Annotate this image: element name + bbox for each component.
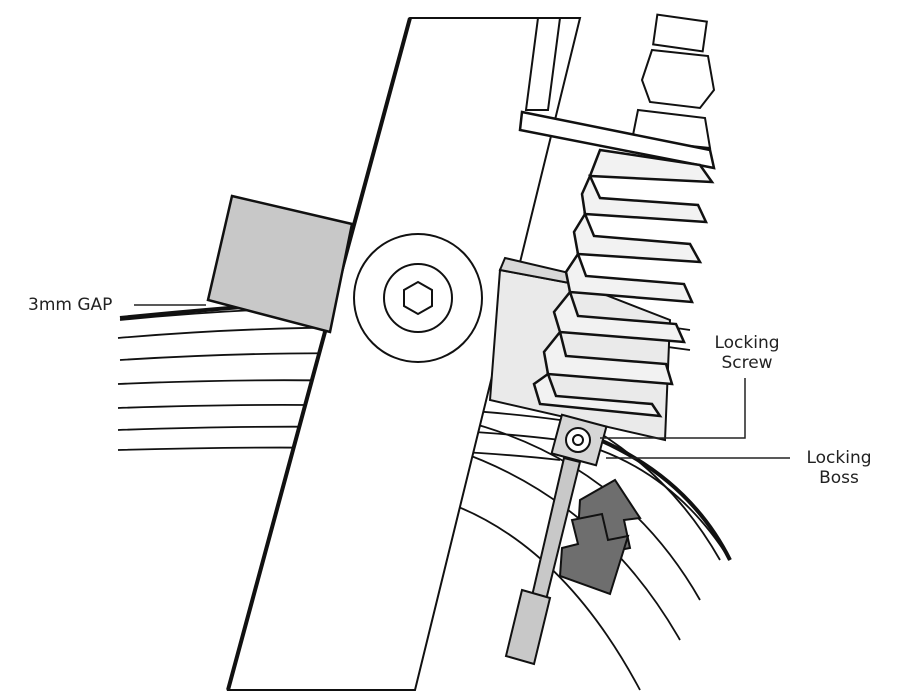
gap-label: 3mm GAP	[28, 295, 113, 315]
cable-nut	[630, 13, 716, 150]
locking-boss-label-line2: Boss	[819, 468, 859, 488]
cable-tube	[524, 17, 562, 111]
locking-screw-label: Locking Screw	[708, 333, 786, 373]
tire-edge-right	[599, 438, 732, 561]
locking-boss-label: Locking Boss	[800, 448, 878, 488]
hex-socket-icon	[403, 280, 433, 316]
fork-leg-edge-left	[226, 17, 412, 691]
brake-pad-block	[206, 194, 354, 334]
rod-end	[504, 588, 552, 666]
locking-screw-label-line2: Screw	[721, 353, 773, 373]
leader-lines	[134, 304, 790, 459]
arrow-down-icon	[558, 512, 630, 596]
locking-boss-label-line1: Locking	[806, 448, 872, 468]
locking-boss	[550, 413, 608, 467]
screw-leader	[600, 378, 746, 439]
rubber-bellows	[532, 148, 715, 418]
locking-screw-label-line1: Locking	[714, 333, 780, 353]
pivot-bolt	[353, 233, 483, 363]
mounting-plate	[518, 110, 716, 170]
